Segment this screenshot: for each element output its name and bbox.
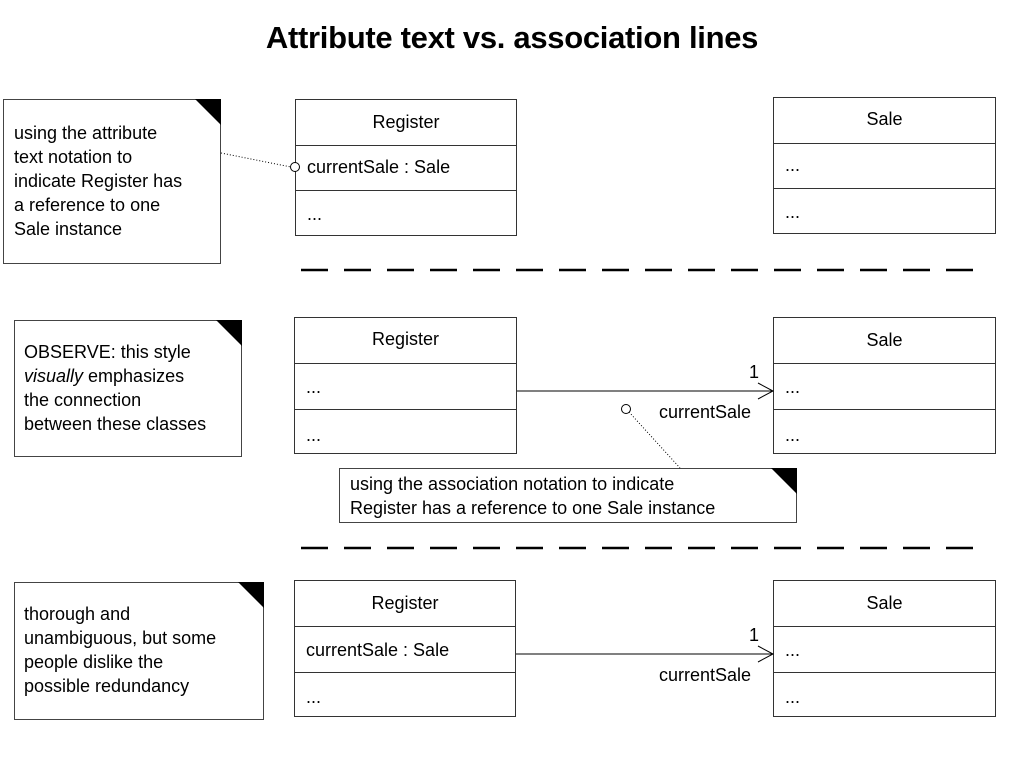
note-line: thorough and — [24, 604, 131, 624]
class-register-3: Register currentSale : Sale ... — [294, 580, 516, 717]
note-corner-icon — [216, 320, 242, 346]
class-sale-2: Sale ... ... — [773, 317, 996, 454]
emphasis-text: visually — [24, 366, 84, 386]
note-link-dotted — [628, 411, 681, 469]
multiplicity-label: 1 — [749, 362, 760, 382]
class-name: Sale — [866, 109, 903, 129]
class-attribute: ... — [774, 143, 995, 189]
diagram-title: Attribute text vs. association lines — [265, 20, 759, 55]
note-line: people dislike the — [24, 652, 164, 672]
note-line: indicate Register has — [14, 171, 183, 191]
note-line: OBSERVE: this style — [24, 342, 191, 362]
note-text-rest: emphasizes — [83, 366, 185, 386]
note-line: using the attribute — [14, 123, 158, 143]
class-attribute: ... — [295, 363, 516, 410]
class-operations: ... — [296, 190, 516, 237]
note-observe: OBSERVE: this style visually emphasizes … — [14, 320, 242, 457]
class-sale-3: Sale ... ... — [773, 580, 996, 717]
class-name: Sale — [866, 330, 903, 350]
class-sale-1: Sale ... ... — [773, 97, 996, 234]
class-attribute: currentSale : Sale — [295, 626, 515, 673]
note-association: using the association notation to indica… — [339, 468, 797, 523]
class-name: Register — [371, 593, 439, 613]
class-name: Register — [371, 329, 440, 349]
multiplicity-label: 1 — [749, 625, 760, 645]
class-operations: ... — [295, 409, 516, 455]
note-line: between these classes — [24, 414, 207, 434]
class-operations: ... — [774, 188, 995, 235]
note-anchor-circle-icon — [621, 404, 631, 414]
note-link-dotted — [220, 152, 292, 168]
note-line: Sale instance — [14, 219, 123, 239]
navigability-arrow-icon — [757, 645, 775, 663]
class-operations: ... — [774, 672, 995, 718]
note-corner-icon — [771, 468, 797, 494]
note-line: text notation to — [14, 147, 133, 167]
class-attribute: currentSale : Sale — [296, 145, 516, 191]
note-corner-icon — [195, 99, 221, 125]
role-label: currentSale — [659, 402, 752, 422]
note-anchor-circle-icon — [290, 162, 300, 172]
class-attribute: ... — [774, 626, 995, 673]
note-line: Register has a reference to one Sale ins… — [350, 498, 716, 518]
class-name: Register — [372, 112, 440, 132]
note-line: the connection — [24, 390, 142, 410]
note-attribute-text: using the attribute text notation to ind… — [3, 99, 221, 264]
navigability-arrow-icon — [757, 382, 775, 400]
class-attribute: ... — [774, 363, 995, 410]
class-operations: ... — [295, 672, 515, 718]
note-line: possible redundancy — [24, 676, 190, 696]
class-name: Sale — [866, 593, 903, 613]
note-line: a reference to one — [14, 195, 161, 215]
class-register-2: Register ... ... — [294, 317, 517, 454]
note-line: using the association notation to indica… — [350, 474, 675, 494]
role-label: currentSale — [659, 665, 752, 685]
note-line: unambiguous, but some — [24, 628, 217, 648]
note-line: visually emphasizes — [24, 364, 206, 388]
note-corner-icon — [238, 582, 264, 608]
class-operations: ... — [774, 409, 995, 455]
note-thorough: thorough and unambiguous, but some peopl… — [14, 582, 264, 720]
